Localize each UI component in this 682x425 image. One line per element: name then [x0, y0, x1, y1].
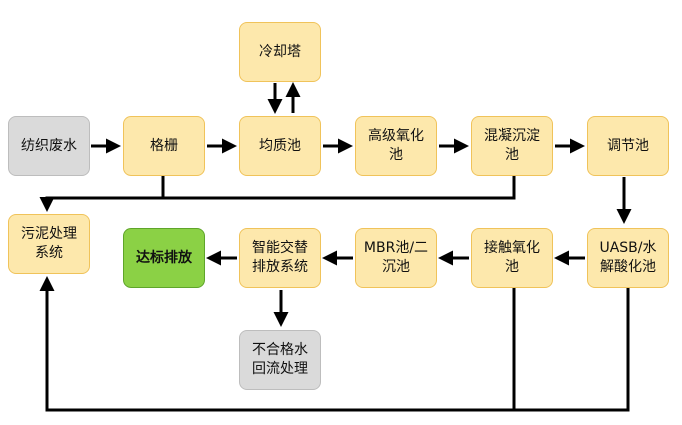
node-label: 格栅 — [150, 137, 178, 154]
node-label: 纺织废水 — [21, 137, 77, 154]
node-textile-wastewater: 纺织废水 — [8, 116, 90, 176]
node-label: 冷却塔 — [259, 43, 301, 60]
node-regulating-tank: 调节池 — [587, 116, 669, 176]
node-sludge-treatment: 污泥处理系统 — [8, 214, 90, 274]
node-label: 智能交替排放系统 — [252, 240, 308, 275]
node-noncompliant-return: 不合格水回流处理 — [239, 330, 321, 390]
node-label: 均质池 — [259, 137, 301, 154]
sludge-collector-bottom — [39, 276, 630, 412]
node-uasb-hydrolysis: UASB/水解酸化池 — [587, 228, 669, 288]
node-label: UASB/水解酸化池 — [599, 240, 657, 275]
node-label: 调节池 — [607, 137, 649, 154]
node-advanced-oxidation: 高级氧化池 — [355, 116, 437, 176]
node-label: 污泥处理系统 — [21, 226, 77, 261]
node-label: 接触氧化池 — [484, 240, 540, 275]
node-grille: 格栅 — [123, 116, 205, 176]
node-equalization-tank: 均质池 — [239, 116, 321, 176]
node-mbr-secondary: MBR池/二沉池 — [355, 228, 437, 288]
node-label: 混凝沉淀池 — [484, 128, 540, 163]
node-cooling-tower: 冷却塔 — [239, 22, 321, 82]
node-label: 不合格水回流处理 — [252, 342, 308, 377]
node-smart-alternating-discharge: 智能交替排放系统 — [239, 228, 321, 288]
node-label: 高级氧化池 — [368, 128, 424, 163]
node-contact-oxidation: 接触氧化池 — [471, 228, 553, 288]
sludge-collector-top — [39, 176, 516, 212]
node-label: 达标排放 — [136, 249, 192, 266]
node-compliant-discharge: 达标排放 — [123, 228, 205, 288]
node-label: MBR池/二沉池 — [363, 240, 429, 275]
node-coagulation-sedimentation: 混凝沉淀池 — [471, 116, 553, 176]
